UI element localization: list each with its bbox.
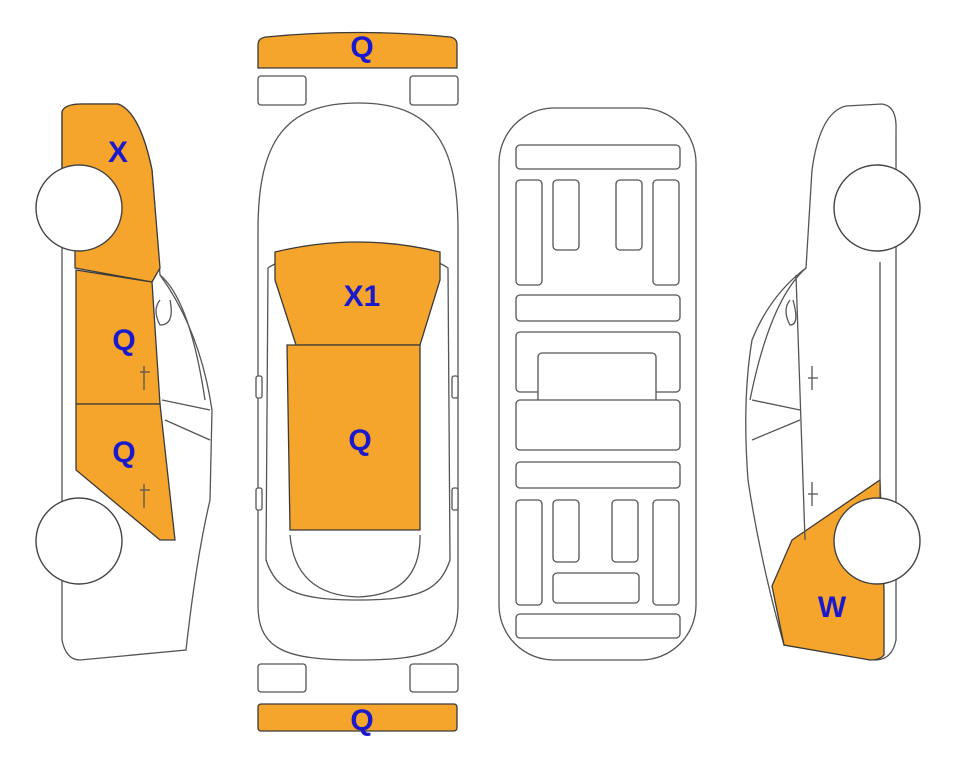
under-part-4 [615,179,643,251]
left-window-line [155,274,211,441]
under-part-5 [652,179,680,286]
front-bumper-panel[interactable] [257,31,458,69]
under-part-3 [552,179,580,251]
right-rear-wheel [833,497,921,585]
rear-right-light [409,663,459,693]
left-handle [255,487,263,511]
left-front-door-label: Q [112,324,135,357]
left-front-handle [140,366,150,390]
under-part-6 [515,294,681,322]
under-part-2 [515,179,543,286]
windshield-panel[interactable] [274,241,441,346]
rear-window-outline [289,534,421,598]
roof-label: Q [348,424,371,457]
under-part-11 [515,499,543,606]
front-right-light [409,75,459,106]
roof-panel[interactable] [286,344,421,531]
front-left-light [257,75,307,106]
car-right-side-view [745,103,921,661]
right-front-handle [808,366,818,390]
right-rear-handle [808,482,818,506]
under-part-12 [552,499,580,563]
under-part-13 [611,499,639,563]
left-front-fender-label: X [108,136,128,169]
left-rear-wheel [35,497,123,585]
under-part-10 [515,461,681,489]
under-part-1 [515,144,681,170]
car-underside-view [498,107,697,661]
under-part-16 [515,613,681,639]
rear-left-light [257,663,307,693]
car-left-side-view [35,103,213,661]
rear-bumper-panel[interactable] [257,703,458,732]
under-part-14 [652,499,680,606]
left-rear-door-panel[interactable] [75,403,176,541]
right-mirror [451,375,459,399]
under-part-9 [515,399,681,451]
left-rear-door-label: Q [112,436,135,469]
right-front-wheel [833,164,921,252]
front-bumper-label: Q [350,31,373,64]
under-part-15 [552,572,640,604]
left-rear-handle [140,484,150,508]
windshield-label: X1 [344,280,381,313]
car-top-view [255,31,459,732]
right-window-line [749,262,881,541]
right-rear-quarter-label: W [818,591,847,624]
rear-bumper-label: Q [350,704,373,737]
right-handle [451,487,459,511]
left-front-wheel [35,164,123,252]
left-mirror [255,375,263,399]
